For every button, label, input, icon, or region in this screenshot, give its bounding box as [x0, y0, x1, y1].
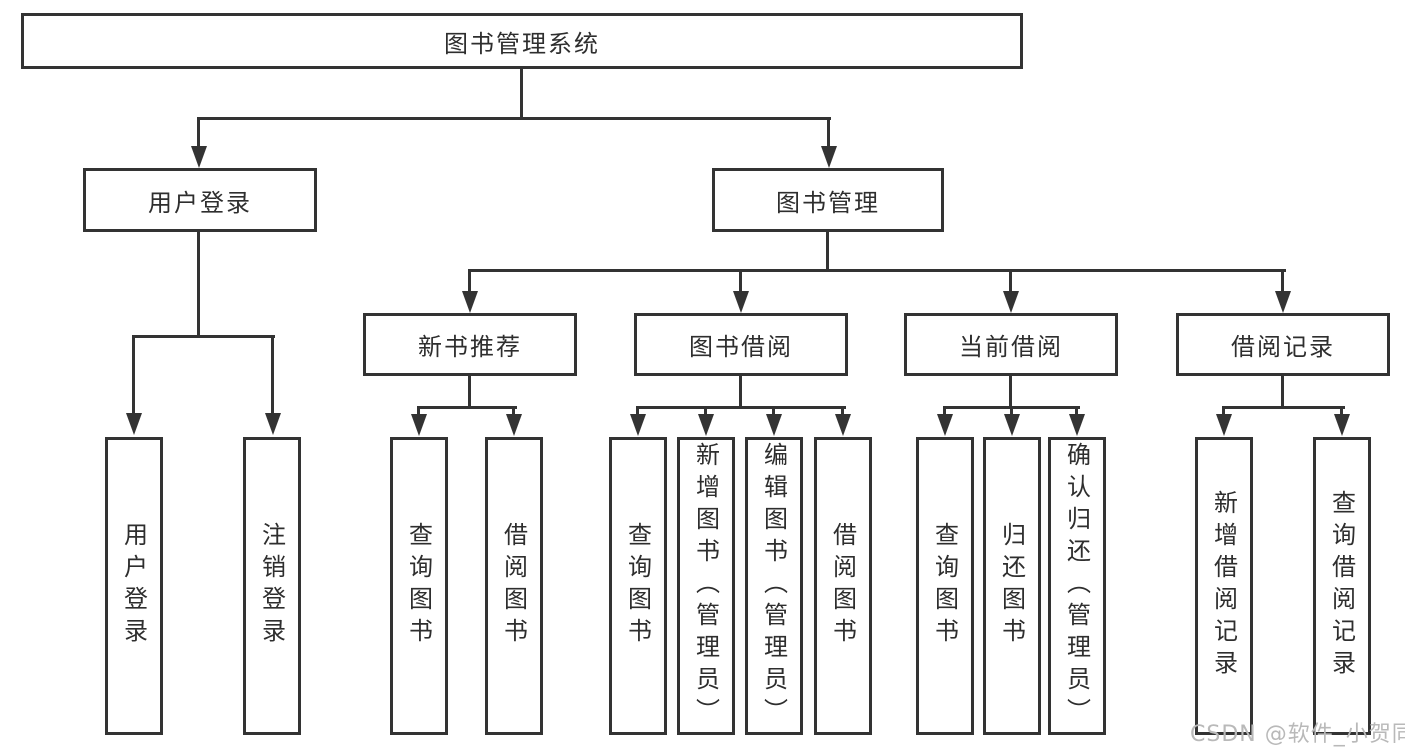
node-new-book-recommend: 新书推荐: [363, 313, 577, 376]
arrow-down: [835, 414, 851, 436]
node-user-login: 用户登录: [83, 168, 317, 232]
connector-vline: [739, 269, 742, 293]
leaf-borrow-books-label: 借阅图书: [828, 522, 857, 650]
leaf-query-books-borrow: 查询图书: [609, 437, 667, 735]
leaf-query-borrow-record-label: 查询借阅记录: [1327, 490, 1356, 682]
arrow-down: [1216, 414, 1232, 436]
connector-vline: [1281, 375, 1284, 408]
connector-vline: [468, 269, 471, 293]
connector-vline: [841, 406, 844, 418]
arrow-down: [462, 291, 478, 313]
arrow-down: [630, 414, 646, 436]
leaf-return-books: 归还图书: [983, 437, 1041, 735]
connector-vline: [197, 231, 200, 337]
leaf-query-books-recommend: 查询图书: [390, 437, 448, 735]
node-new-book-recommend-label: 新书推荐: [418, 333, 522, 361]
connector-hline: [468, 269, 1286, 272]
leaf-add-books-admin: 新增图书（管理员）: [677, 437, 735, 735]
connector-hline: [1222, 406, 1345, 409]
connector-vline: [271, 335, 274, 415]
arrow-down: [1069, 414, 1085, 436]
arrow-down: [821, 146, 837, 168]
node-current-borrow: 当前借阅: [904, 313, 1118, 376]
leaf-query-books-recommend-label: 查询图书: [404, 522, 433, 650]
connector-vline: [417, 406, 420, 418]
leaf-logout-label: 注销登录: [257, 522, 286, 650]
csdn-watermark: CSDN @软件_小贺同学: [1190, 722, 1405, 747]
leaf-user-login-label: 用户登录: [119, 522, 148, 650]
connector-vline: [826, 231, 829, 271]
arrow-down: [1275, 291, 1291, 313]
leaf-confirm-return-admin-label: 确认归还（管理员）: [1062, 442, 1091, 730]
connector-vline: [1222, 406, 1225, 418]
connector-vline: [197, 117, 200, 148]
arrow-down: [1004, 414, 1020, 436]
leaf-add-borrow-record: 新增借阅记录: [1195, 437, 1253, 735]
connector-hline: [417, 406, 517, 409]
node-book-management: 图书管理: [712, 168, 944, 232]
leaf-add-borrow-record-label: 新增借阅记录: [1209, 490, 1238, 682]
leaf-borrow-books-recommend: 借阅图书: [485, 437, 543, 735]
connector-vline: [1009, 375, 1012, 408]
leaf-confirm-return-admin: 确认归还（管理员）: [1048, 437, 1106, 735]
node-root: 图书管理系统: [21, 13, 1023, 69]
arrow-down: [126, 413, 142, 435]
node-book-management-label: 图书管理: [776, 188, 880, 217]
arrow-down: [1334, 414, 1350, 436]
connector-vline: [1340, 406, 1343, 418]
connector-hline: [636, 406, 846, 409]
connector-vline: [772, 406, 775, 418]
connector-vline: [512, 406, 515, 418]
connector-vline: [943, 406, 946, 418]
leaf-edit-books-admin: 编辑图书（管理员）: [745, 437, 803, 735]
node-book-borrow-label: 图书借阅: [689, 333, 793, 361]
node-current-borrow-label: 当前借阅: [959, 333, 1063, 361]
leaf-query-borrow-record: 查询借阅记录: [1313, 437, 1371, 735]
leaf-borrow-books-recommend-label: 借阅图书: [499, 522, 528, 650]
connector-vline: [827, 117, 830, 148]
connector-hline: [197, 117, 831, 120]
arrow-down: [937, 414, 953, 436]
arrow-down: [1003, 291, 1019, 313]
arrow-down: [733, 291, 749, 313]
leaf-query-books-borrow-label: 查询图书: [623, 522, 652, 650]
node-user-login-label: 用户登录: [148, 188, 252, 217]
connector-vline: [704, 406, 707, 418]
connector-vline: [1010, 406, 1013, 418]
node-book-borrow: 图书借阅: [634, 313, 848, 376]
leaf-query-books-current: 查询图书: [916, 437, 974, 735]
connector-vline: [636, 406, 639, 418]
connector-vline: [468, 375, 471, 408]
leaf-edit-books-admin-label: 编辑图书（管理员）: [759, 442, 788, 730]
arrow-down: [265, 413, 281, 435]
leaf-add-books-admin-label: 新增图书（管理员）: [691, 442, 720, 730]
connector-vline: [739, 375, 742, 408]
leaf-logout: 注销登录: [243, 437, 301, 735]
node-borrow-record: 借阅记录: [1176, 313, 1390, 376]
connector-vline: [1075, 406, 1078, 418]
arrow-down: [506, 414, 522, 436]
arrow-down: [766, 414, 782, 436]
connector-hline: [132, 335, 275, 338]
node-borrow-record-label: 借阅记录: [1231, 333, 1335, 361]
connector-vline: [520, 68, 523, 119]
leaf-user-login: 用户登录: [105, 437, 163, 735]
connector-vline: [1281, 269, 1284, 293]
leaf-return-books-label: 归还图书: [997, 522, 1026, 650]
arrow-down: [698, 414, 714, 436]
connector-vline: [1009, 269, 1012, 293]
node-root-label: 图书管理系统: [444, 29, 600, 58]
arrow-down: [191, 146, 207, 168]
leaf-query-books-current-label: 查询图书: [930, 522, 959, 650]
leaf-borrow-books: 借阅图书: [814, 437, 872, 735]
connector-vline: [132, 335, 135, 415]
arrow-down: [411, 414, 427, 436]
